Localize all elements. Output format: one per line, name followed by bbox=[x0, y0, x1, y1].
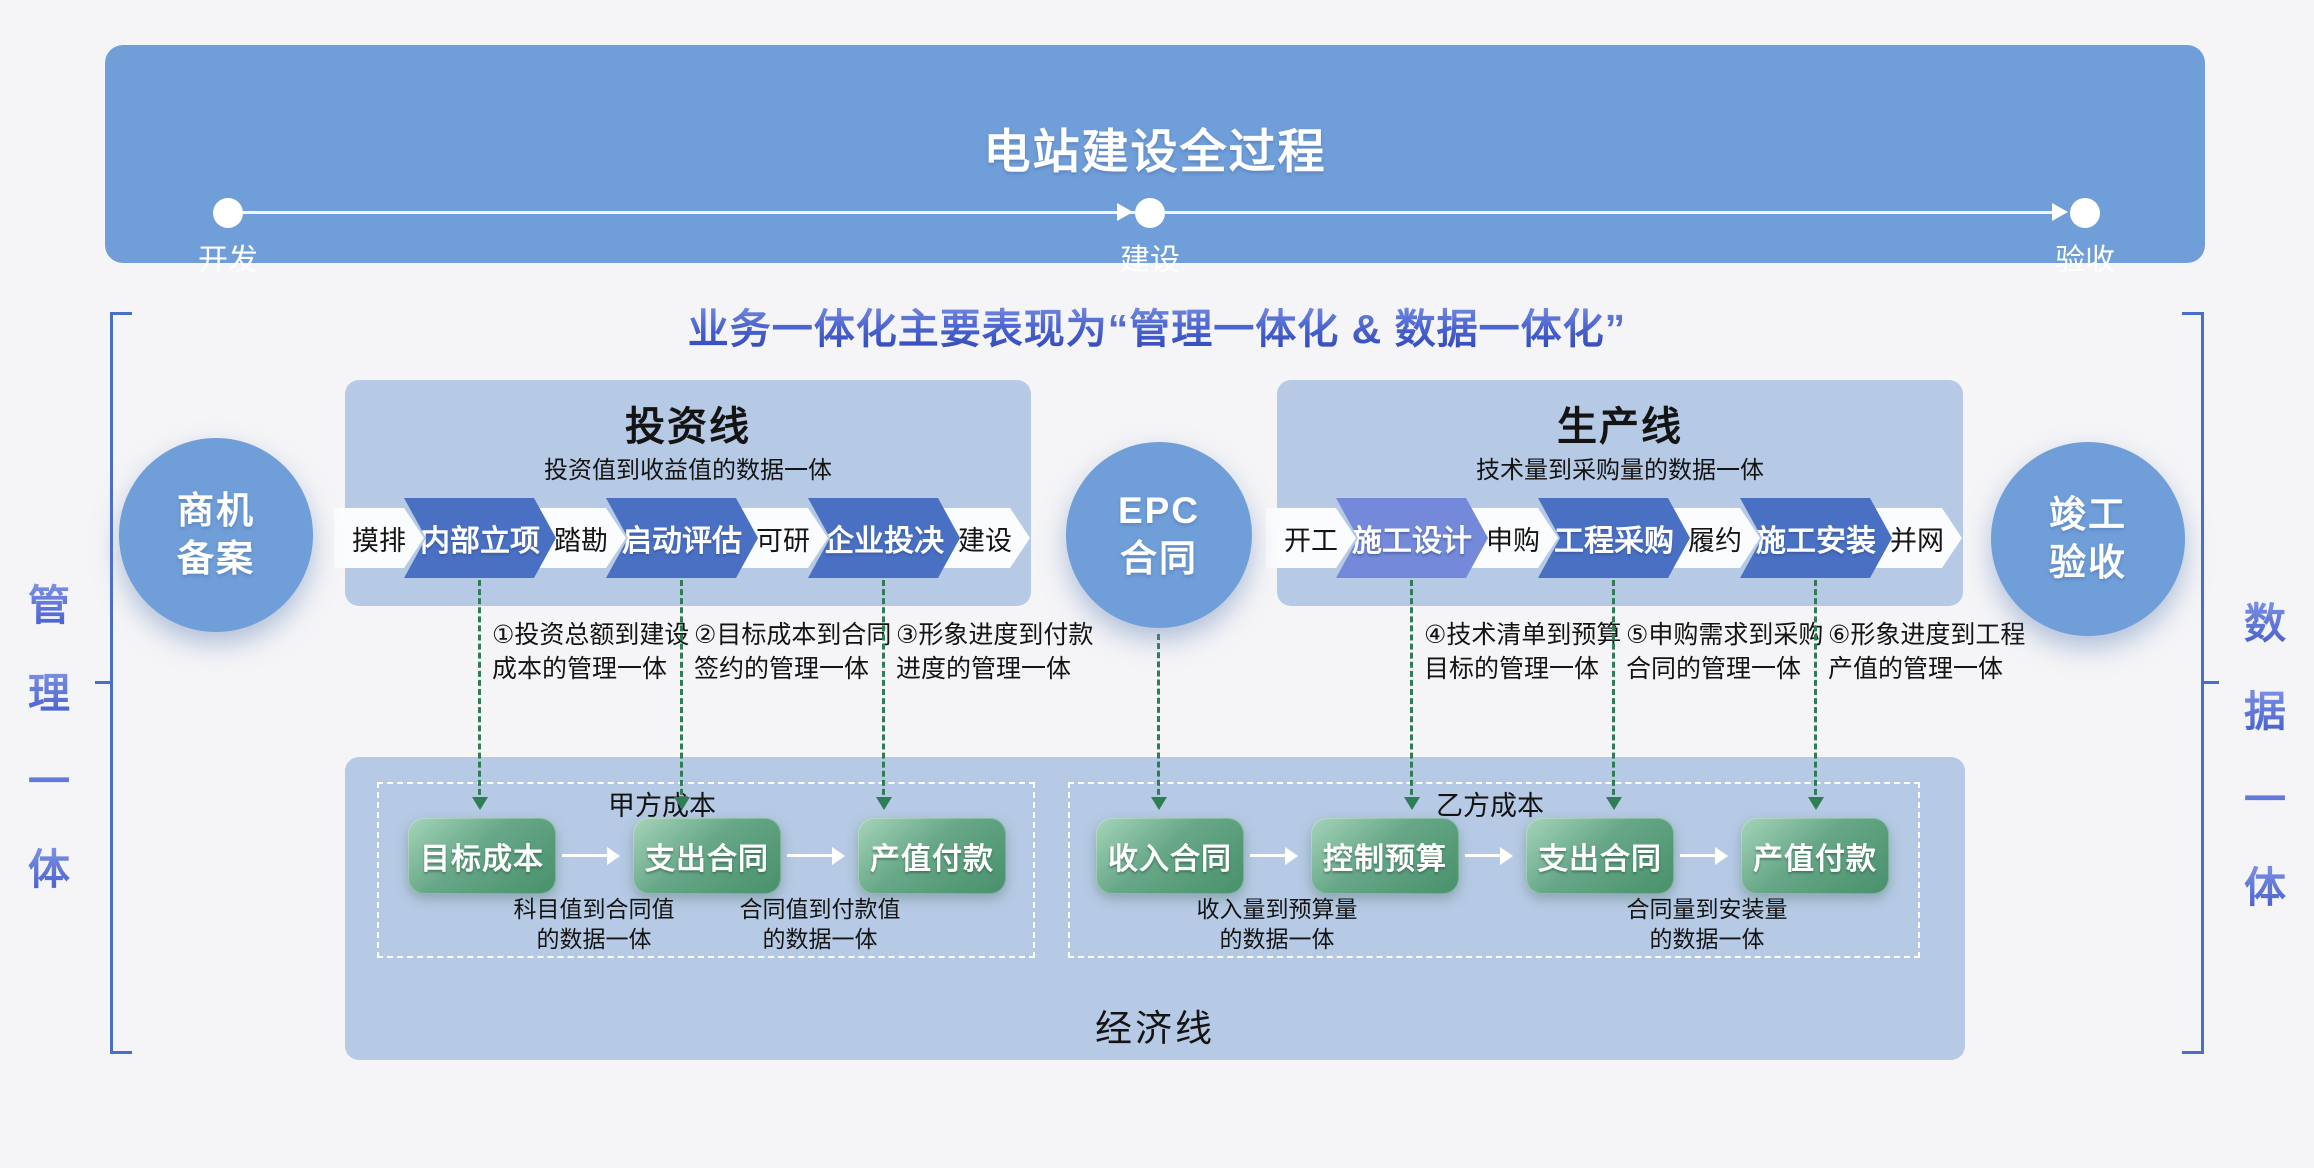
epc-contract-circle: EPC 合同 bbox=[1066, 442, 1252, 628]
economic-line-title: 经济线 bbox=[1095, 1008, 1215, 1049]
econ-note-1: 科目值到合同值 的数据一体 bbox=[513, 896, 675, 952]
econ-box-income-contract: 收入合同 bbox=[1096, 818, 1244, 894]
contractor-cost-group bbox=[1068, 782, 1920, 958]
down-arrow-icon bbox=[1151, 634, 1167, 810]
production-flow-strip: 开工 施工设计 申购 工程采购 履约 施工安装 并网 bbox=[1266, 498, 1962, 578]
flow-step-highlight: 启动评估 bbox=[606, 498, 758, 578]
flow-step: 摸排 bbox=[334, 508, 424, 568]
management-note-1: ①投资总额到建设 成本的管理一体 bbox=[492, 621, 690, 683]
down-arrow-icon bbox=[1606, 580, 1622, 810]
flow-arrow-icon bbox=[787, 846, 845, 865]
down-arrow-icon bbox=[674, 580, 690, 810]
flow-step: 开工 bbox=[1266, 508, 1356, 568]
flow-step-highlight: 内部立项 bbox=[404, 498, 556, 578]
flow-step-highlight: 施工安装 bbox=[1740, 498, 1892, 578]
econ-note-3: 收入量到预算量 的数据一体 bbox=[1196, 896, 1358, 952]
down-arrow-icon bbox=[1808, 580, 1824, 810]
right-bracket-tick bbox=[2204, 681, 2219, 684]
timeline-segment-1 bbox=[243, 211, 1135, 214]
milestone-label-build: 建设 bbox=[1120, 244, 1180, 277]
flow-arrow-icon bbox=[1250, 846, 1298, 865]
econ-note-4: 合同量到安装量 的数据一体 bbox=[1626, 896, 1788, 952]
process-banner: 电站建设全过程 开发 建设 验收 bbox=[105, 45, 2205, 277]
left-bracket-top bbox=[110, 312, 132, 315]
milestone-dot-accept bbox=[2070, 198, 2100, 228]
flow-step-highlight: 企业投决 bbox=[808, 498, 960, 578]
data-integration-label: 数 据 一 体 bbox=[2230, 590, 2300, 942]
right-bracket bbox=[2201, 312, 2204, 1054]
management-note-6: ⑥形象进度到工程 产值的管理一体 bbox=[1828, 621, 2026, 683]
business-opportunity-circle: 商机 备案 bbox=[119, 438, 313, 632]
contractor-cost-label: 乙方成本 bbox=[1436, 791, 1544, 821]
management-integration-label: 管 理 一 体 bbox=[14, 572, 84, 924]
timeline-arrow-icon bbox=[2052, 203, 2068, 221]
investment-flow-strip: 摸排 内部立项 踏勘 启动评估 可研 企业投决 建设 bbox=[334, 498, 1030, 578]
flow-arrow-icon bbox=[1680, 846, 1728, 865]
milestone-label-develop: 开发 bbox=[198, 244, 258, 277]
down-arrow-icon bbox=[1404, 580, 1420, 810]
flow-arrow-icon bbox=[1465, 846, 1513, 865]
right-bracket-bottom bbox=[2182, 1051, 2204, 1054]
milestone-dot-develop bbox=[213, 198, 243, 228]
milestone-dot-build bbox=[1135, 198, 1165, 228]
down-arrow-icon bbox=[472, 580, 488, 810]
econ-box-output-payment2: 产值付款 bbox=[1741, 818, 1889, 894]
investment-line-subtitle: 投资值到收益值的数据一体 bbox=[544, 457, 832, 484]
production-line-subtitle: 技术量到采购量的数据一体 bbox=[1476, 457, 1764, 484]
management-note-4: ④技术清单到预算 目标的管理一体 bbox=[1424, 621, 1622, 683]
flow-arrow-icon bbox=[562, 846, 620, 865]
econ-box-control-budget: 控制预算 bbox=[1311, 818, 1459, 894]
econ-note-2: 合同值到付款值 的数据一体 bbox=[739, 896, 901, 952]
econ-box-output-payment: 产值付款 bbox=[858, 818, 1006, 894]
completion-acceptance-circle: 竣工 验收 bbox=[1991, 442, 2185, 636]
timeline-segment-2 bbox=[1165, 211, 2053, 214]
econ-box-expense-contract2: 支出合同 bbox=[1526, 818, 1674, 894]
management-note-3: ③形象进度到付款 进度的管理一体 bbox=[896, 621, 1094, 683]
timeline-arrow-icon bbox=[1117, 203, 1133, 221]
econ-box-target-cost: 目标成本 bbox=[408, 818, 556, 894]
management-note-2: ②目标成本到合同 签约的管理一体 bbox=[694, 621, 892, 683]
production-line-title: 生产线 bbox=[1557, 405, 1683, 449]
right-bracket-top bbox=[2182, 312, 2204, 315]
integration-subtitle: 业务一体化主要表现为“管理一体化 & 数据一体化” bbox=[0, 295, 2314, 355]
econ-box-expense-contract: 支出合同 bbox=[633, 818, 781, 894]
owner-cost-group bbox=[377, 782, 1035, 958]
left-bracket bbox=[110, 312, 113, 1054]
banner-title: 电站建设全过程 bbox=[983, 125, 1327, 178]
milestone-label-accept: 验收 bbox=[2055, 244, 2115, 277]
owner-cost-label: 甲方成本 bbox=[608, 791, 716, 821]
investment-line-title: 投资线 bbox=[625, 405, 751, 449]
flow-step-highlight: 工程采购 bbox=[1538, 498, 1690, 578]
down-arrow-icon bbox=[876, 580, 892, 810]
flow-step: 并网 bbox=[1872, 508, 1962, 568]
left-bracket-bottom bbox=[110, 1051, 132, 1054]
left-bracket-tick bbox=[95, 681, 110, 684]
management-note-5: ⑤申购需求到采购 合同的管理一体 bbox=[1626, 621, 1824, 683]
flow-step-highlight: 施工设计 bbox=[1336, 498, 1488, 578]
